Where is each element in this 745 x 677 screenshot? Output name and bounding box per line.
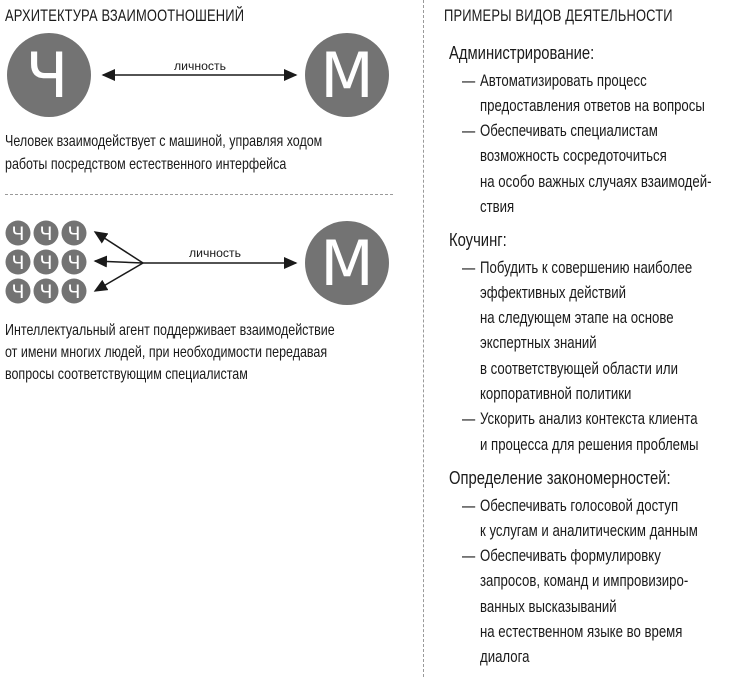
section-1-item-1-line: Автоматизировать процесс [480,71,647,90]
person-circle-8 [33,278,59,304]
human-circle [7,33,91,117]
section-1-item-2-line: возможность сосредоточиться [480,147,667,166]
section-3-item-1-line: к услугам и аналитическим данным [480,521,698,540]
person-circle-2 [33,220,59,246]
section-3-item-2-line: Обеспечивать формулировку [480,547,661,566]
person-circle-1 [5,220,31,246]
machine-circle-2 [305,221,389,305]
section-2-item-1-line: экспертных знаний [480,334,597,353]
person-letter-1: Ч [11,223,24,245]
section-2-item-1-line: корпоративной политики [480,385,632,403]
branch-arrow-middle [93,255,144,268]
machine-letter: М [320,39,374,112]
bullet-dash: — [462,496,476,515]
left-divider [5,194,393,195]
column-divider [423,0,424,677]
personality-label-2: личность [189,248,241,260]
section-1-item-2-line: Обеспечивать специалистам [480,122,658,141]
section-3-item-1-line: Обеспечивать голосовой доступ [480,496,679,515]
person-letter-9: Ч [67,281,80,303]
diagram1-caption-line-2: работы посредством естественного интерфе… [5,156,287,173]
person-circle-3 [61,220,87,246]
human-machine-diagram: Ч личность М [0,30,400,120]
person-circle-7 [5,278,31,304]
person-circle-5 [33,249,59,275]
section-2-item-2-line: и процесса для решения проблемы [480,435,699,454]
machine-circle [305,33,389,117]
left-title: АРХИТЕКТУРА ВЗАИМООТНОШЕНИЙ [5,6,245,25]
person-letter-5: Ч [39,252,52,274]
branch-arrow-top [93,231,144,264]
person-letter-4: Ч [11,252,24,274]
section-3-item-2-line: ванных высказываний [480,597,617,616]
section-3-item-2-line: на естественном языке во время [480,623,683,641]
person-letter-7: Ч [11,281,24,303]
machine-letter-2: М [320,227,374,300]
human-letter: Ч [26,39,69,112]
section-2-item-2-line: Ускорить анализ контекста клиента [480,410,698,429]
human-machine-diagram-graphic: Ч личность М [7,33,389,117]
diagram2-caption-line-3: вопросы соответствующим специалистам [5,366,248,383]
diagram1-caption-line-1: Человек взаимодействует с машиной, управ… [5,133,323,150]
section-title-1: Администрирование: [449,42,595,63]
diagram2-caption-line-1: Интеллектуальный агент поддерживает взаи… [5,322,335,339]
section-2-item-1-line: на следующем этапе на основе [480,309,674,328]
section-1-item-1-line: предоставления ответов на вопросы [480,96,705,115]
bullet-dash: — [462,547,476,566]
bullet-dash: — [462,122,476,141]
person-circle-9 [61,278,87,304]
section-2-item-1-line: эффективных действий [480,283,627,302]
section-3-item-2-line: диалога [480,648,530,667]
person-circle-4 [5,249,31,275]
bullet-dash: — [462,410,476,429]
person-letter-3: Ч [67,223,80,245]
diagram2-caption-line-2: от имени многих людей, при необходимости… [5,344,328,361]
section-title-2: Коучинг: [449,229,507,250]
section-1-item-2-line: на особо важных случаях взаимодей- [480,172,712,191]
bullet-dash: — [462,258,476,277]
person-letter-8: Ч [39,281,52,303]
personality-label: личность [174,61,226,73]
section-1-item-2-line: ствия [480,198,515,216]
person-circle-6 [61,249,87,275]
branch-arrow-bottom [93,262,144,292]
section-2-item-1-line: в соответствующей области или [480,359,678,378]
right-title: ПРИМЕРЫ ВИДОВ ДЕЯТЕЛЬНОСТИ [444,6,673,25]
section-3-item-2-line: запросов, команд и импровизиро- [480,572,689,591]
person-letter-2: Ч [39,223,52,245]
person-letter-6: Ч [67,252,80,274]
bullet-dash: — [462,71,476,90]
section-2-item-1-line: Побудить к совершению наиболее [480,258,693,277]
section-title-3: Определение закономерностей: [449,467,671,488]
